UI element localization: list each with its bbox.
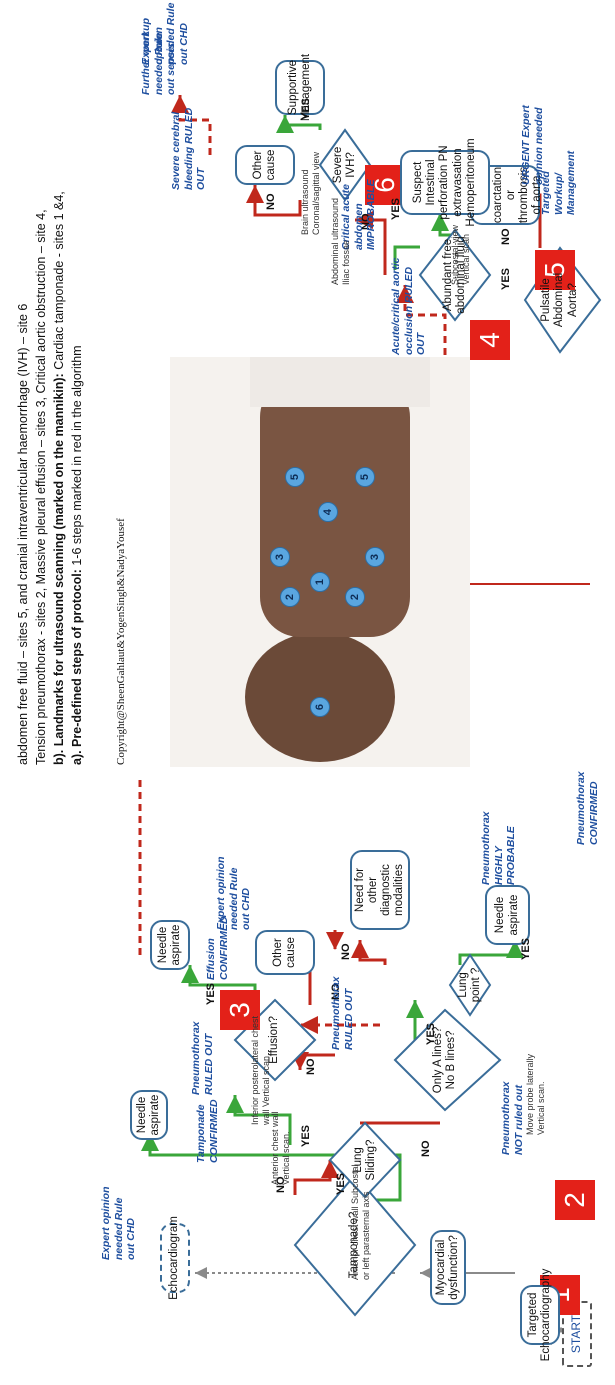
probe-note-anterior-vert: Anterior chest wall Vertical scan. — [270, 1095, 292, 1185]
ivh-yes: YES — [300, 98, 312, 120]
needle-tamponade-box: Needle aspirate — [130, 1090, 168, 1140]
ptx-highly-probable: Pneumothorax HIGHLY PROBABLE — [480, 825, 518, 885]
needle-effusion-box: Needle aspirate — [150, 920, 190, 970]
suspect-intestinal-box: Suspect Intestinal perforation PN extrav… — [400, 150, 490, 215]
aortic-ruled-out: Acute/critical aortic occlusion RULED OU… — [390, 255, 428, 355]
probe-note-anterior-sub: Anterior chest wall Subcostal or left pa… — [350, 1160, 372, 1280]
myocardial-box: Myocardial dysfunction? — [430, 1230, 466, 1305]
echocardiogram-box: Echocardiogram — [160, 1223, 190, 1293]
only-a-yes: YES — [425, 1023, 437, 1045]
site-marker-5b: 5 — [355, 467, 375, 487]
targeted-echo-box: Targeted Echocardiography — [520, 1285, 560, 1345]
lung-sliding-yes: YES — [300, 1125, 312, 1147]
probe-note-brain: Brain ultrasound Coronal/sagittal view — [300, 135, 322, 235]
targeted-mgmt: Targeted Workup/ Management — [540, 135, 578, 215]
site-marker-6: 6 — [310, 697, 330, 717]
ivh-no: NO — [265, 194, 277, 211]
probe-note-subcostal: Subcostal view Vertical scan — [450, 205, 472, 285]
effusion-yes: YES — [205, 983, 217, 1005]
probe-note-inferior: Inferior posterolateral chest wall Verti… — [250, 1015, 272, 1125]
other-cause-left-box: Other cause — [255, 930, 315, 975]
site-marker-1: 1 — [310, 572, 330, 592]
tamponade-confirmed: Tamponade CONFIRMED — [195, 1103, 220, 1163]
pulsatile-yes: YES — [500, 268, 512, 290]
footer-line-c: Tension pneumothorax - sites 2, Massive … — [34, 209, 48, 765]
need-other-box: Need for other diagnostic modalities — [350, 850, 410, 930]
arrow-lung-point-no — [360, 940, 385, 965]
other-cause-right-box: Other cause — [235, 145, 295, 185]
footer-line-d: abdomen free fluid – sites 5, and crania… — [16, 304, 30, 765]
footer-line-a: a). Pre-defined steps of protocol: 1-6 s… — [70, 345, 84, 765]
expert-chd-2: Expert opinion needed Rule out CHD — [215, 850, 253, 930]
ptx-confirmed: Pneumothorax CONFIRMED — [575, 775, 600, 845]
site-marker-3a: 3 — [270, 547, 290, 567]
footer-line-b: b). Landmarks for ultrasound scanning (m… — [52, 191, 66, 765]
step-number-2: 2 — [555, 1180, 595, 1220]
pulsatile-label: Pulsatile Abdominal Aorta? — [530, 260, 590, 340]
only-a-no: NO — [305, 1059, 317, 1076]
site-marker-4: 4 — [318, 502, 338, 522]
ptx-ruled-out-2: Pneumothorax RULED OUT — [330, 980, 355, 1050]
pulsatile-no: NO — [500, 229, 512, 246]
cerebral-ruled-out: Severe cerebral bleeding RULED OUT — [170, 100, 208, 190]
step-number-4: 4 — [470, 320, 510, 360]
arrow-ivh-no — [255, 185, 300, 215]
manikin-dashed-divider — [470, 583, 590, 585]
site-marker-2b: 2 — [345, 587, 365, 607]
probe-note-abdominal: Abdominal ultrasound Iliac fossae — [330, 185, 352, 285]
lung-sliding-no: NO — [420, 1141, 432, 1158]
probe-note-laterally: Move probe laterally Vertical scan. — [525, 1045, 547, 1135]
lung-point-no: NO — [340, 944, 352, 961]
arrow-tamponade-no — [295, 1160, 330, 1195]
copyright: Copyright@SheenGahlaut&YogenSingh&NadyaY… — [115, 518, 127, 765]
manikin-photo: 6 1 2 2 3 3 4 5 5 — [170, 357, 470, 767]
abundant-yes: YES — [390, 198, 402, 220]
expert-chd-3: Expert opinion needed Rule out CHD — [140, 0, 190, 65]
site-marker-3b: 3 — [365, 547, 385, 567]
site-marker-2a: 2 — [280, 587, 300, 607]
ptx-not-ruled-out: Pneumothorax NOT ruled out — [500, 1075, 525, 1155]
lung-point-yes: YES — [520, 938, 532, 960]
lung-point-label: Lung point ? — [455, 963, 485, 1007]
expert-chd-1: Expert opinion needed Rule out CHD — [100, 1185, 138, 1260]
site-marker-5a: 5 — [285, 467, 305, 487]
ptx-ruled-out-1: Pneumothorax RULED OUT — [190, 1025, 215, 1095]
tamponade-yes: YES — [335, 1173, 347, 1195]
needle-ptx-box: Needle aspirate — [485, 885, 530, 945]
